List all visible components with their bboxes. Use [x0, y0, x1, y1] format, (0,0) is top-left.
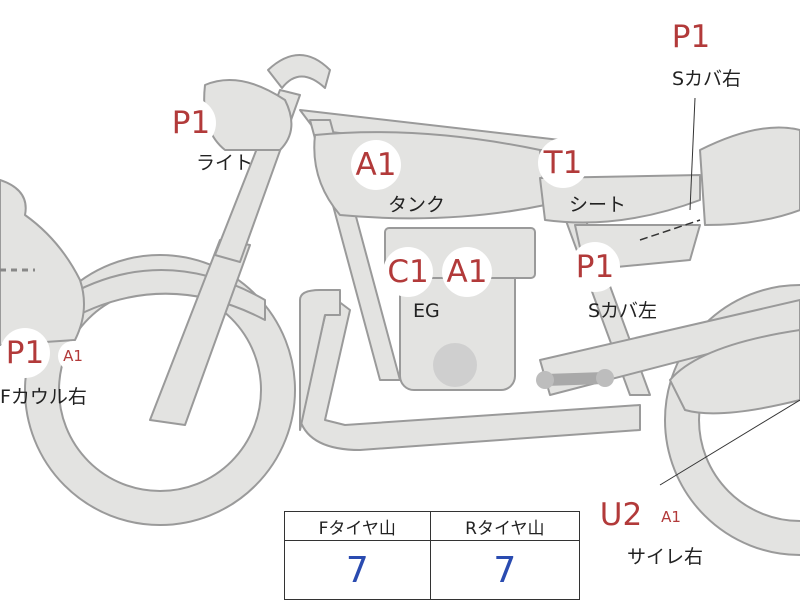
side-cover-right-code-badge: P1	[666, 12, 716, 62]
front-cowl-right-sub-badge: A1	[58, 341, 88, 371]
muffler-right-label: サイレ右	[627, 546, 704, 568]
engine-label: EG	[413, 300, 440, 322]
light-label: ライト	[196, 152, 254, 174]
front-cowl-right-label: Fカウル右	[0, 386, 87, 408]
tank-code-badge: A1	[351, 140, 401, 190]
muffler	[669, 329, 800, 415]
side-cover-left-label: Sカバ左	[588, 300, 658, 322]
front-tire-value: 7	[284, 540, 431, 600]
engine-code-badge-2: A1	[442, 247, 492, 297]
rear-fender	[699, 126, 800, 226]
rear-tire-value: 7	[429, 540, 581, 600]
rear-tire-header: Rタイヤ山	[429, 511, 581, 541]
front-tire-header: Fタイヤ山	[284, 511, 431, 541]
tank-label: タンク	[388, 194, 446, 216]
side-cover-left-code-badge: P1	[570, 242, 620, 292]
engine-code-badge-1: C1	[383, 247, 433, 297]
front-fork	[149, 239, 251, 426]
tire-tread-table: Fタイヤ山 Rタイヤ山 7 7	[284, 511, 581, 600]
exhaust	[299, 294, 641, 451]
front-cowl	[0, 179, 85, 346]
side-cover-right-label: Sカバ右	[672, 68, 742, 90]
headlight	[203, 79, 293, 151]
seat	[539, 174, 701, 224]
seat-label: シート	[569, 194, 627, 216]
seat-code-badge: T1	[538, 138, 588, 188]
light-code-badge: P1	[166, 98, 216, 148]
muffler-right-code-badge: U2	[596, 490, 646, 540]
front-cowl-right-code-badge: P1	[0, 328, 50, 378]
muffler-right-sub-badge: A1	[656, 502, 686, 532]
